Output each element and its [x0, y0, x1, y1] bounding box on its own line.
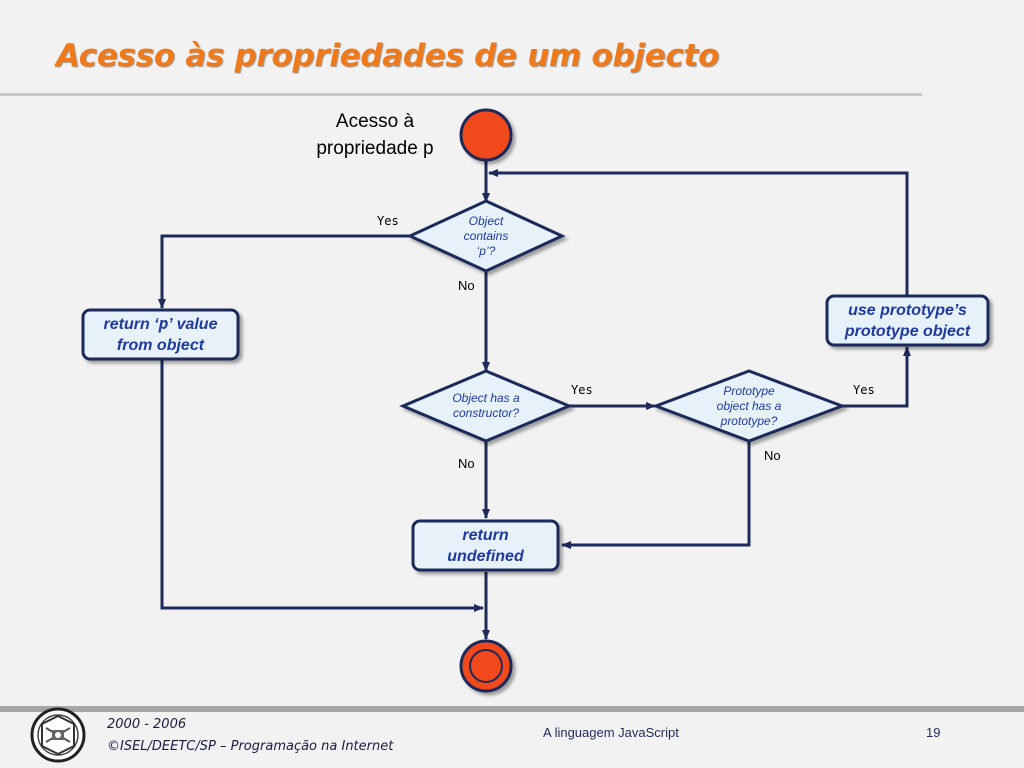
use-prototype-line1: use prototype’s	[848, 301, 967, 319]
start-node	[459, 108, 513, 162]
return-undefined-line2: undefined	[447, 547, 524, 565]
slide-title: Acesso às propriedades de um objecto	[56, 38, 720, 74]
decision-contains-p	[406, 199, 566, 273]
label-no-d1: No	[458, 278, 475, 293]
footer-divider	[0, 706, 1024, 712]
page-number: 19	[926, 725, 941, 740]
d3-line2: object has a	[716, 398, 782, 413]
box-use-prototype	[825, 294, 990, 347]
footer-course: A linguagem JavaScript	[543, 725, 679, 740]
use-prototype-line2: prototype object	[844, 322, 971, 340]
edge-d3-no-to-undefined	[561, 441, 751, 549]
title-divider	[0, 93, 922, 96]
edge-d1-yes-to-return-value	[158, 234, 410, 309]
label-yes-d3: Yes	[853, 383, 875, 397]
use-prototype-text: use prototype’s prototype object	[827, 296, 988, 345]
d2-line1: Object has a	[452, 391, 520, 405]
decision-prototype-text: Prototype object has a prototype?	[689, 376, 809, 436]
return-value-line2: from object	[116, 337, 205, 354]
return-value-pre: return ‘	[103, 316, 159, 333]
start-label-line1: Acesso à	[335, 111, 415, 132]
box-return-undefined	[411, 519, 560, 572]
footer-years: 2000 - 2006	[107, 717, 187, 732]
decision-contains-p-text: Object contains ‘p’?	[436, 206, 536, 266]
edge-use-proto-loop	[488, 169, 909, 296]
edge-d3-yes-to-use-proto	[842, 346, 911, 408]
end-node	[459, 639, 513, 693]
edge-return-value-to-end	[160, 360, 484, 612]
footer-copyright: ©ISEL/DEETC/SP – Programação na Internet	[107, 739, 394, 754]
d3-line3: prototype?	[720, 413, 778, 428]
label-no-d2: No	[458, 456, 475, 471]
d1-line1: Object	[468, 213, 504, 228]
decision-prototype-has-prototype	[651, 369, 847, 443]
d1-line2: contains	[463, 228, 509, 243]
label-yes-d2: Yes	[571, 383, 593, 397]
decision-has-constructor	[399, 369, 573, 443]
d1-line3: ‘p’?	[476, 243, 496, 258]
return-undefined-line1: return	[462, 526, 509, 544]
return-value-text: return ‘p’ value from object	[83, 310, 238, 359]
d2-line2: constructor?	[452, 406, 520, 420]
start-label-line2: propriedade p	[316, 138, 434, 159]
return-value-var: p	[158, 314, 169, 333]
return-undefined-text: return undefined	[413, 521, 558, 570]
decision-has-constructor-text: Object has a constructor?	[426, 386, 546, 426]
label-yes-d1: Yes	[377, 214, 399, 228]
box-return-value	[81, 308, 240, 361]
label-no-d3: No	[764, 448, 781, 463]
start-label: Acesso à propriedade p	[300, 108, 450, 162]
isel-logo	[30, 707, 86, 763]
d3-line1: Prototype	[723, 383, 775, 398]
return-value-post: ’ value	[168, 316, 218, 333]
